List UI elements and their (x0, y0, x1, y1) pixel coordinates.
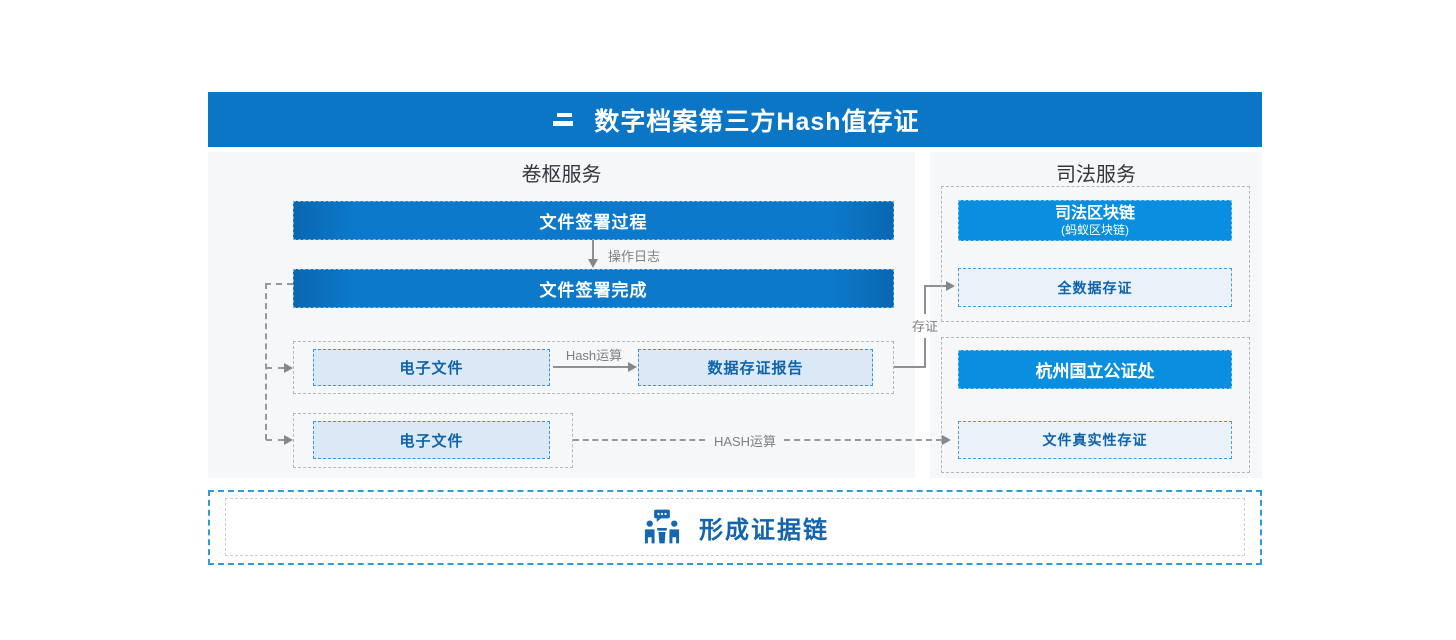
list-lines-icon (550, 112, 576, 127)
elbow-branch2-line (266, 439, 284, 441)
oplog-arrow-label: 操作日志 (608, 249, 661, 264)
evidence-chain-title: 形成证据链 (699, 517, 829, 544)
hash-arrow-line (553, 366, 629, 368)
cunzheng-elbow-vertical-lower (924, 338, 926, 368)
cunzheng-elbow-bottom (894, 366, 926, 368)
elbow-branch1-head (284, 363, 293, 373)
cunzheng-elbow-top (924, 285, 946, 287)
page-title: 数字档案第三方Hash值存证 (594, 107, 920, 136)
judicial-blockchain-box: 司法区块链 (蚂蚁区块链) (958, 200, 1232, 241)
sign-process-bar: 文件签署过程 (293, 201, 894, 240)
elbow-branch2-head (284, 435, 293, 445)
full-data-box: 全数据存证 (958, 268, 1232, 307)
notary-office-box: 杭州国立公证处 (958, 350, 1232, 389)
left-panel-title: 卷枢服务 (521, 164, 602, 186)
negotiation-people-icon (644, 509, 680, 543)
elbow-top-segment (265, 283, 293, 285)
hash2-arrow-line-left (573, 439, 705, 441)
efile-group-2 (293, 413, 573, 468)
header-bar: 数字档案第三方Hash值存证 (208, 92, 1262, 147)
hash2-arrow-head (942, 435, 951, 445)
sign-done-bar: 文件签署完成 (293, 269, 894, 308)
file-authenticity-box: 文件真实性存证 (958, 421, 1232, 459)
data-report-box: 数据存证报告 (638, 349, 873, 386)
judicial-blockchain-subtitle: (蚂蚁区块链) (1061, 222, 1129, 237)
cunzheng-elbow-vertical-upper (924, 285, 926, 314)
notary-group (941, 337, 1250, 473)
oplog-arrow-head (588, 259, 598, 268)
cunzheng-arrow-head (946, 281, 955, 291)
elbow-branch1-line (266, 367, 284, 369)
elbow-vertical-segment (265, 283, 267, 440)
hash2-arrow-label: HASH运算 (713, 434, 777, 449)
cunzheng-label: 存证 (911, 319, 938, 334)
efile-report-group (293, 341, 894, 394)
judicial-blockchain-title: 司法区块链 (1054, 204, 1135, 222)
hash2-arrow-line-right (784, 439, 942, 441)
efile-box-1: 电子文件 (313, 349, 550, 386)
right-panel-title: 司法服务 (1056, 164, 1136, 186)
efile-box-2: 电子文件 (313, 421, 550, 459)
blockchain-group (941, 186, 1250, 322)
evidence-chain-banner: 形成证据链 (208, 490, 1262, 565)
oplog-arrow-line (592, 240, 594, 259)
hash-arrow-head (628, 362, 637, 372)
hash-arrow-label: Hash运算 (565, 348, 623, 363)
